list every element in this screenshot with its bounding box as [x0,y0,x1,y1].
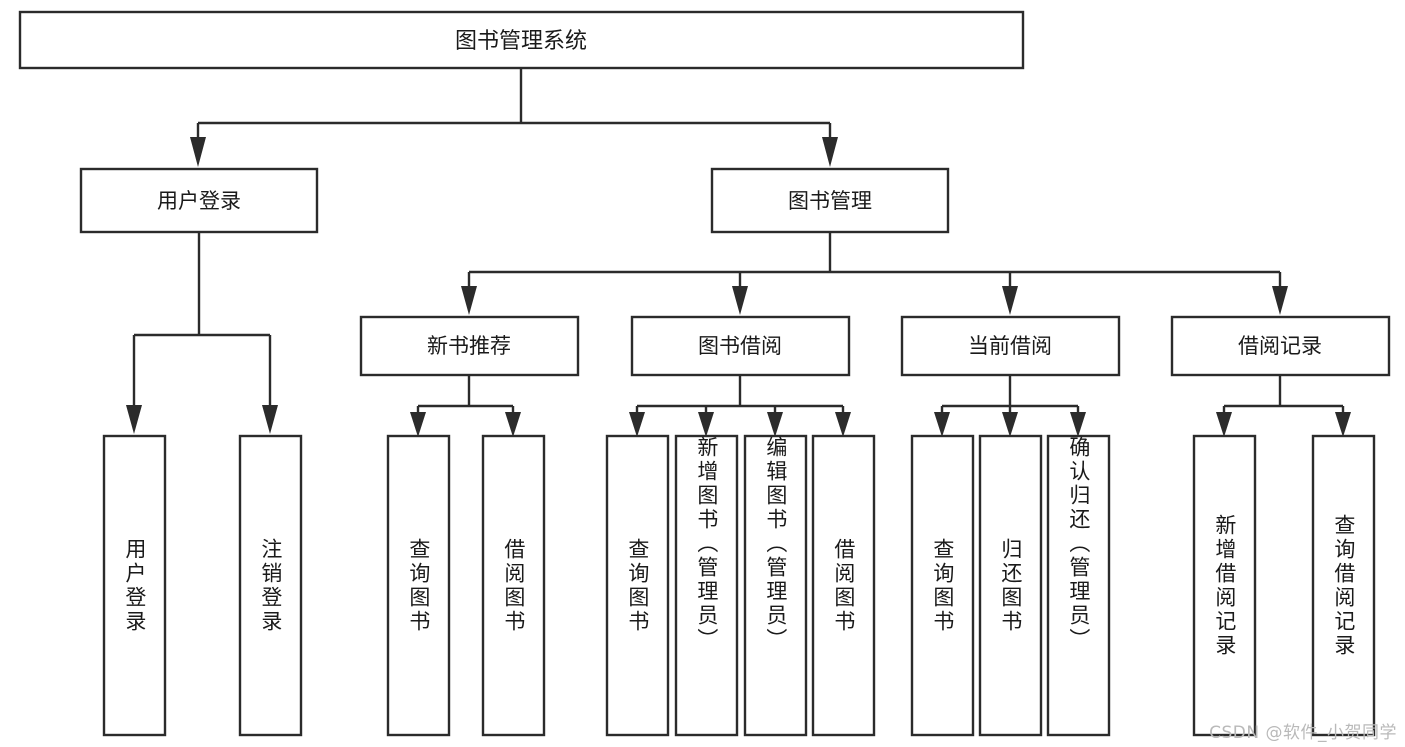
leaf-box-bb-add-book[interactable] [674,434,739,737]
arrow-br-add-icon [1216,412,1232,437]
edge-root-to-level2 [190,68,838,167]
edge-current-borrow-to-leaves [934,375,1086,437]
node-book-manage[interactable]: 图书管理 [710,167,950,234]
arrow-current-borrow-icon [1002,286,1018,315]
current-borrow-label: 当前借阅 [968,334,1052,358]
arrow-new-book-icon [461,286,477,315]
edge-borrow-record-to-leaves [1216,375,1351,437]
leaf-box-cb-query-book[interactable] [910,434,975,737]
node-root[interactable]: 图书管理系统 [18,10,1025,70]
book-borrow-label: 图书借阅 [698,334,782,358]
arrow-borrow-record-icon [1272,286,1288,315]
new-book-recommend-label: 新书推荐 [427,334,511,358]
node-borrow-record[interactable]: 借阅记录 [1170,315,1391,377]
arrow-book-borrow-icon [732,286,748,315]
arrow-nb-query-icon [410,412,426,437]
leaf-box-br-query-record[interactable] [1311,434,1376,737]
arrow-leaf-logout-icon [262,405,278,434]
book-manage-label: 图书管理 [788,189,872,213]
node-current-borrow[interactable]: 当前借阅 [900,315,1121,377]
arrow-nb-borrow-icon [505,412,521,437]
arrow-leaf-user-login-icon [126,405,142,434]
edge-book-manage-to-level3 [461,232,1288,315]
node-user-login[interactable]: 用户登录 [79,167,319,234]
user-login-label: 用户登录 [157,189,241,213]
current-borrow-box[interactable] [900,315,1121,377]
leaf-box-bb-edit-book[interactable] [743,434,808,737]
book-borrow-box[interactable] [630,315,851,377]
edge-book-borrow-to-leaves [629,375,851,437]
root-label: 图书管理系统 [455,29,587,54]
arrow-cb-return-icon [1002,412,1018,437]
node-new-book-recommend[interactable]: 新书推荐 [359,315,580,377]
book-manage-box[interactable] [710,167,950,234]
leaf-box-nb-query-book[interactable] [386,434,451,737]
leaf-box-cb-return-book[interactable] [978,434,1043,737]
borrow-record-label: 借阅记录 [1238,334,1322,358]
arrow-bb-borrow-icon [835,412,851,437]
borrow-record-box[interactable] [1170,315,1391,377]
arrow-book-manage-icon [822,137,838,167]
leaf-box-cb-confirm-return[interactable] [1046,434,1111,737]
edge-user-login-to-leaves [126,232,278,434]
arrow-user-login-icon [190,137,206,167]
arrow-bb-query-icon [629,412,645,437]
arrow-bb-edit-icon [767,412,783,437]
watermark-text: CSDN @软件_小贺同学 [1209,723,1397,743]
arrow-br-query-icon [1335,412,1351,437]
leaf-box-bb-borrow-book[interactable] [811,434,876,737]
node-book-borrow[interactable]: 图书借阅 [630,315,851,377]
new-book-recommend-box[interactable] [359,315,580,377]
arrow-cb-confirm-icon [1070,412,1086,437]
leaf-box-nb-borrow-book[interactable] [481,434,546,737]
leaf-box-logout[interactable] [238,434,303,737]
root-box[interactable] [18,10,1025,70]
leaf-box-user-login[interactable] [102,434,167,737]
leaf-box-bb-query-book[interactable] [605,434,670,737]
arrow-bb-add-icon [698,412,714,437]
leaf-box-br-add-record[interactable] [1192,434,1257,737]
edge-new-book-to-leaves [410,375,521,437]
arrow-cb-query-icon [934,412,950,437]
